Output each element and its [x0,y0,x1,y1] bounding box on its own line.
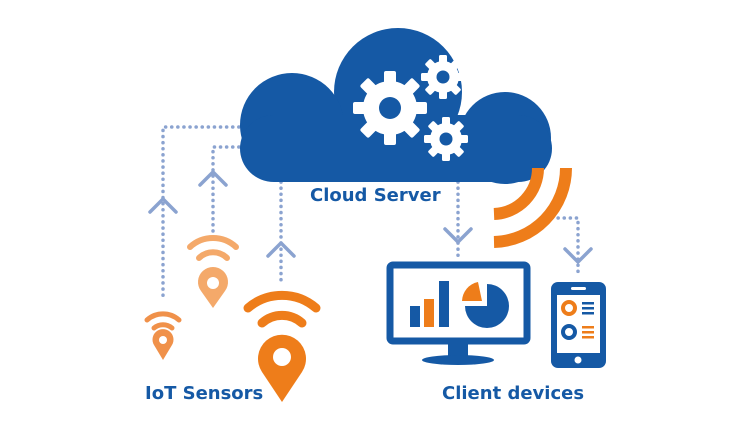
arrow-down-icon [443,227,473,244]
pie-chart-icon [462,282,509,328]
smartphone-icon [551,282,606,368]
wifi-icon [187,235,239,250]
arrow-up-icon [198,170,228,187]
wifi-icon [257,310,307,328]
wifi-icon [151,322,175,331]
sensor-medium [187,235,239,308]
location-pin-icon [152,329,174,360]
gear-icon [424,117,468,161]
arrow-up-icon [266,241,296,258]
location-pin-icon [258,334,306,402]
wifi-icon [243,290,321,313]
iot-sensors-label: IoT Sensors [145,383,264,404]
client-devices-label: Client devices [442,383,585,404]
arrow-icons [148,170,593,264]
gear-icons [353,55,468,161]
monitor-icon [386,261,531,365]
arrow-down-icon [563,247,593,264]
connector-phone [550,216,580,278]
gear-icon [421,55,465,99]
wifi-icon [144,311,182,323]
sensor-small [144,311,182,360]
wireless-signal-icon [493,167,572,248]
connector-sensor-medium [211,145,247,234]
gear-icon [353,71,427,145]
wifi-icon [196,249,230,261]
cloud-server-label: Cloud Server [310,185,441,206]
arrow-up-icon [148,197,178,214]
sensor-large [243,290,321,402]
bar-chart-icon [410,281,449,327]
